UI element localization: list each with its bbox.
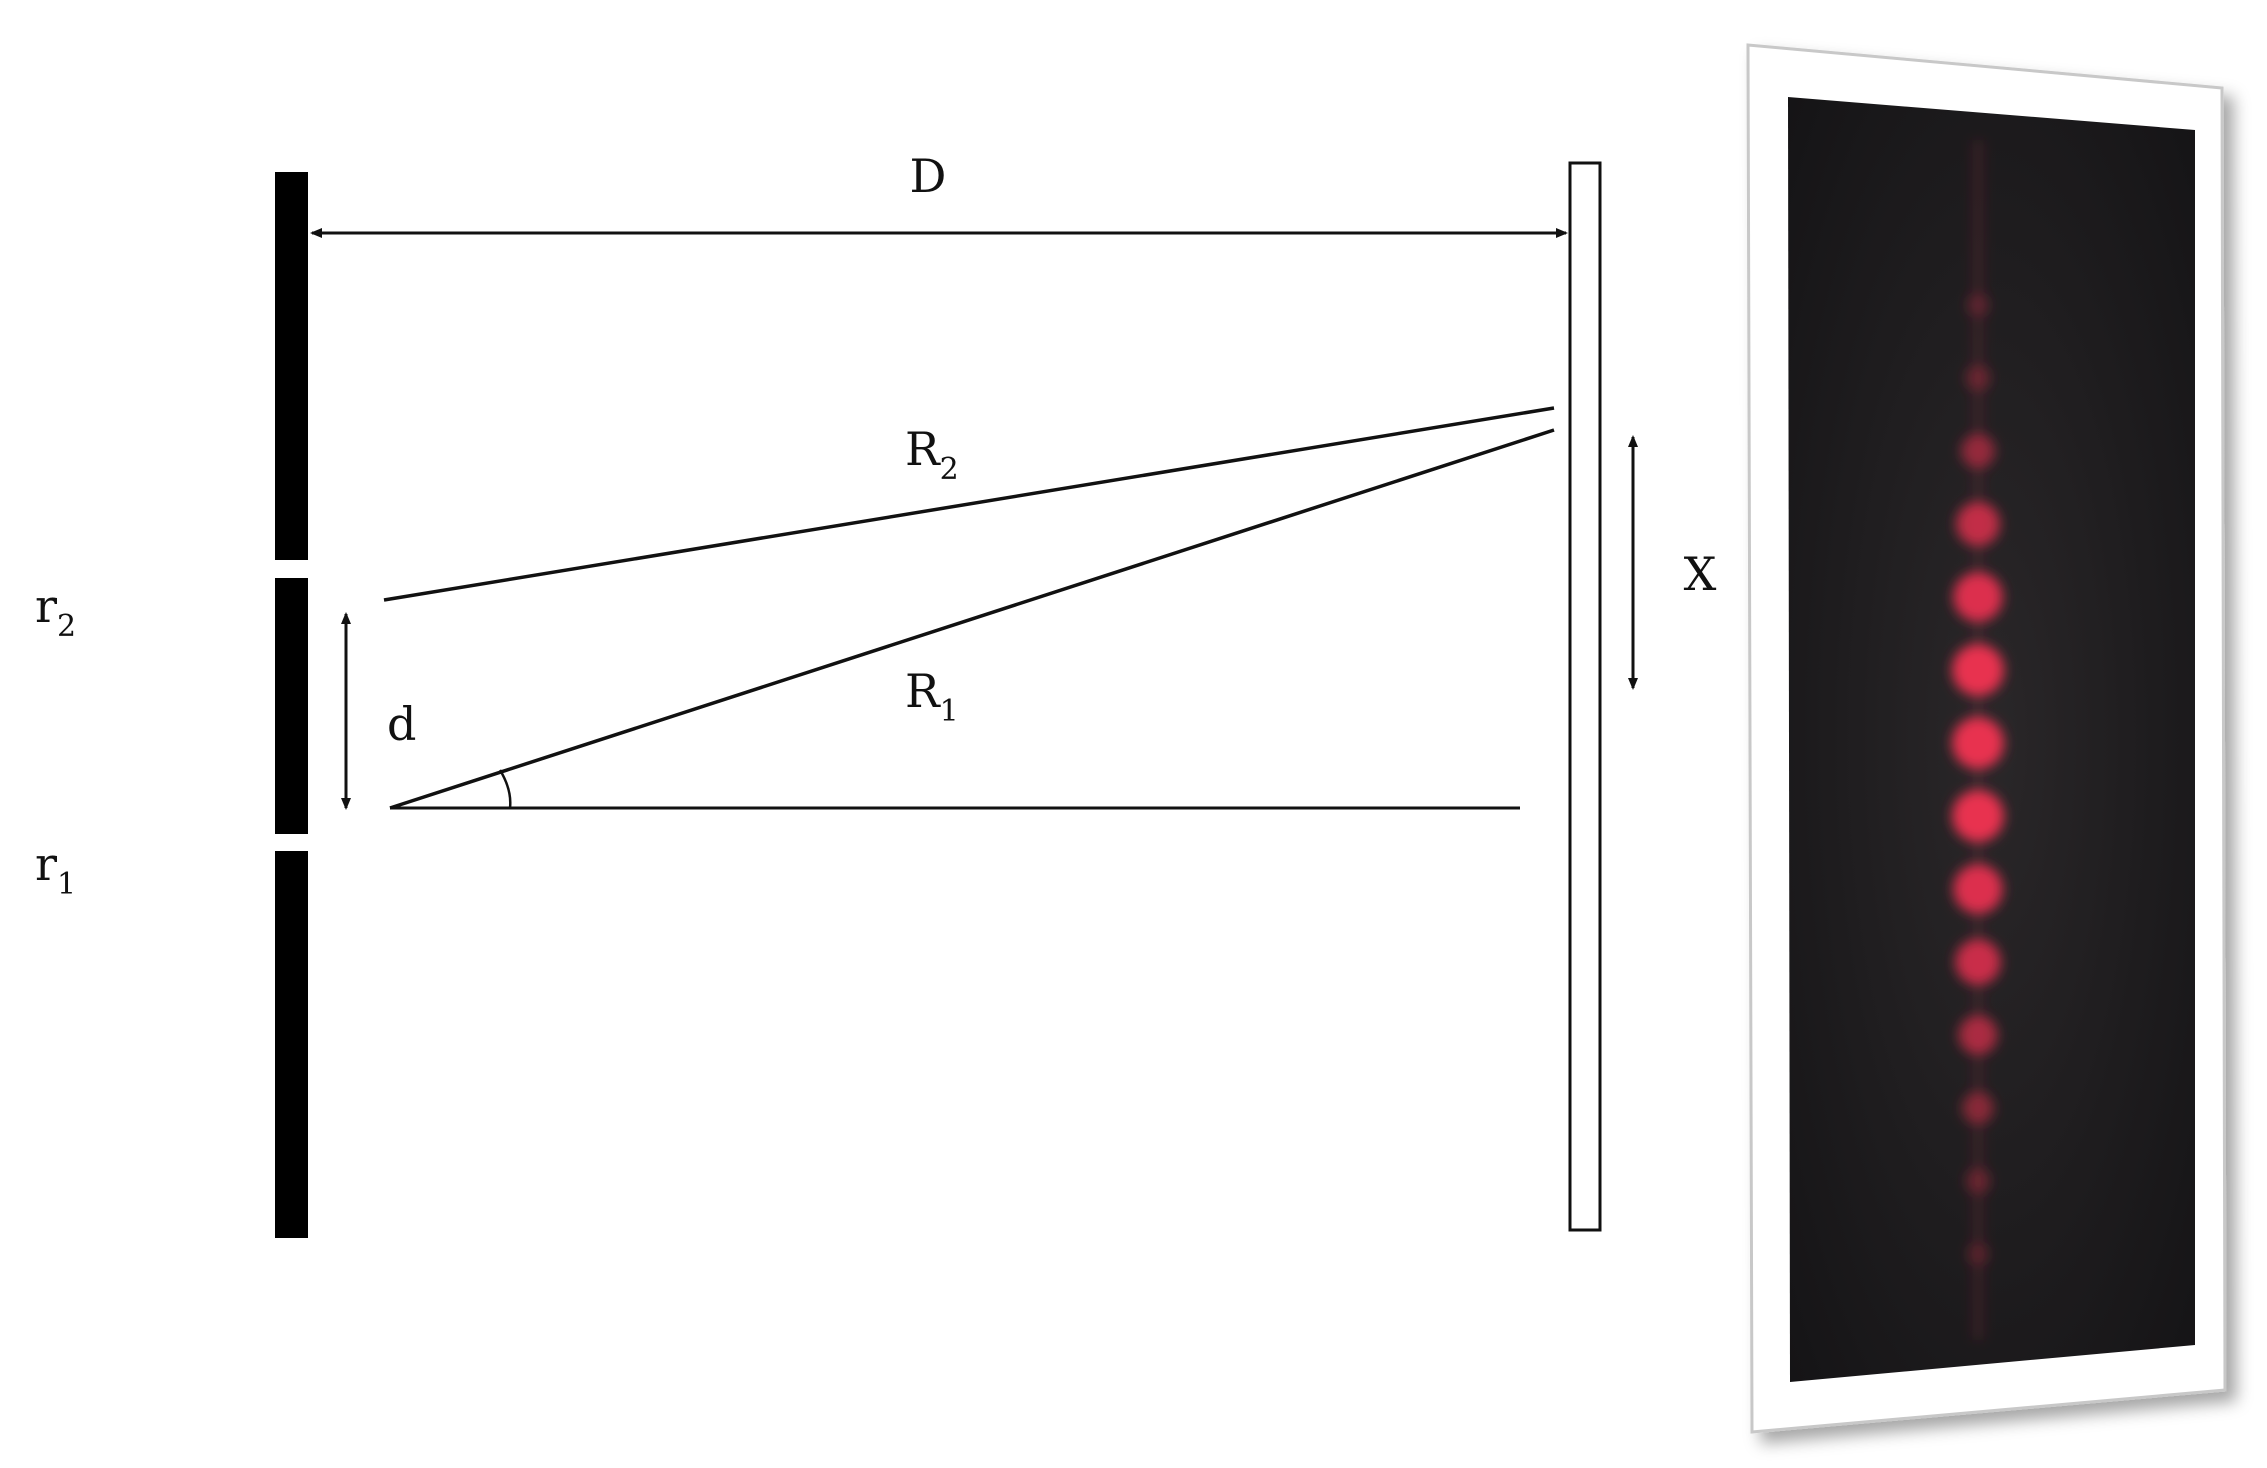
ray-r2-sub: 2 [940,452,959,487]
fringe-dot [1960,433,1996,469]
fringe-dot [1961,1091,1995,1125]
fringe-dot [1958,1015,1998,1055]
slit-r2-sub: 2 [57,609,76,644]
ray-r1-main: R [905,664,941,718]
fringe-dot [1955,939,2001,985]
fringe-dot [1966,293,1990,317]
fringe-dot [1953,572,2003,622]
distance-label: D [910,149,947,203]
slit-r1-label: r1 [35,837,76,902]
fringe-dot [1952,717,2004,769]
separation-label: d [387,697,416,751]
ray-r1-sub: 1 [940,694,959,729]
slit-r2-label: r2 [35,579,76,644]
ray-r2 [383,406,1555,602]
fringe-dot [1966,1242,1990,1266]
ray-r2-label: R2 [905,422,959,487]
angle-arc [498,769,512,809]
barrier-middle-segment [275,578,308,834]
slit-r1-main: r [35,837,57,891]
fringe-dot [1956,502,2000,546]
screen [1568,161,1602,1232]
fringe-dot [1965,1168,1991,1194]
interference-photo [1746,43,2227,1434]
ray-r1 [389,428,1555,810]
ray-r1-label: R1 [905,664,959,729]
fringe-dots [1952,140,2004,1340]
barrier-top-segment [275,172,308,560]
slit-r2-main: r [35,579,57,633]
fringe-dot [1952,790,2004,842]
barrier-bottom-segment [275,851,308,1238]
fringe-label: X [1684,547,1717,601]
fringe-dot [1952,644,2004,696]
fringe-dot [1953,864,2003,914]
slit-barrier [275,172,308,1238]
ray-r2-main: R [905,422,941,476]
slit-r1-sub: 1 [57,867,76,902]
fringe-dot [1965,365,1991,391]
